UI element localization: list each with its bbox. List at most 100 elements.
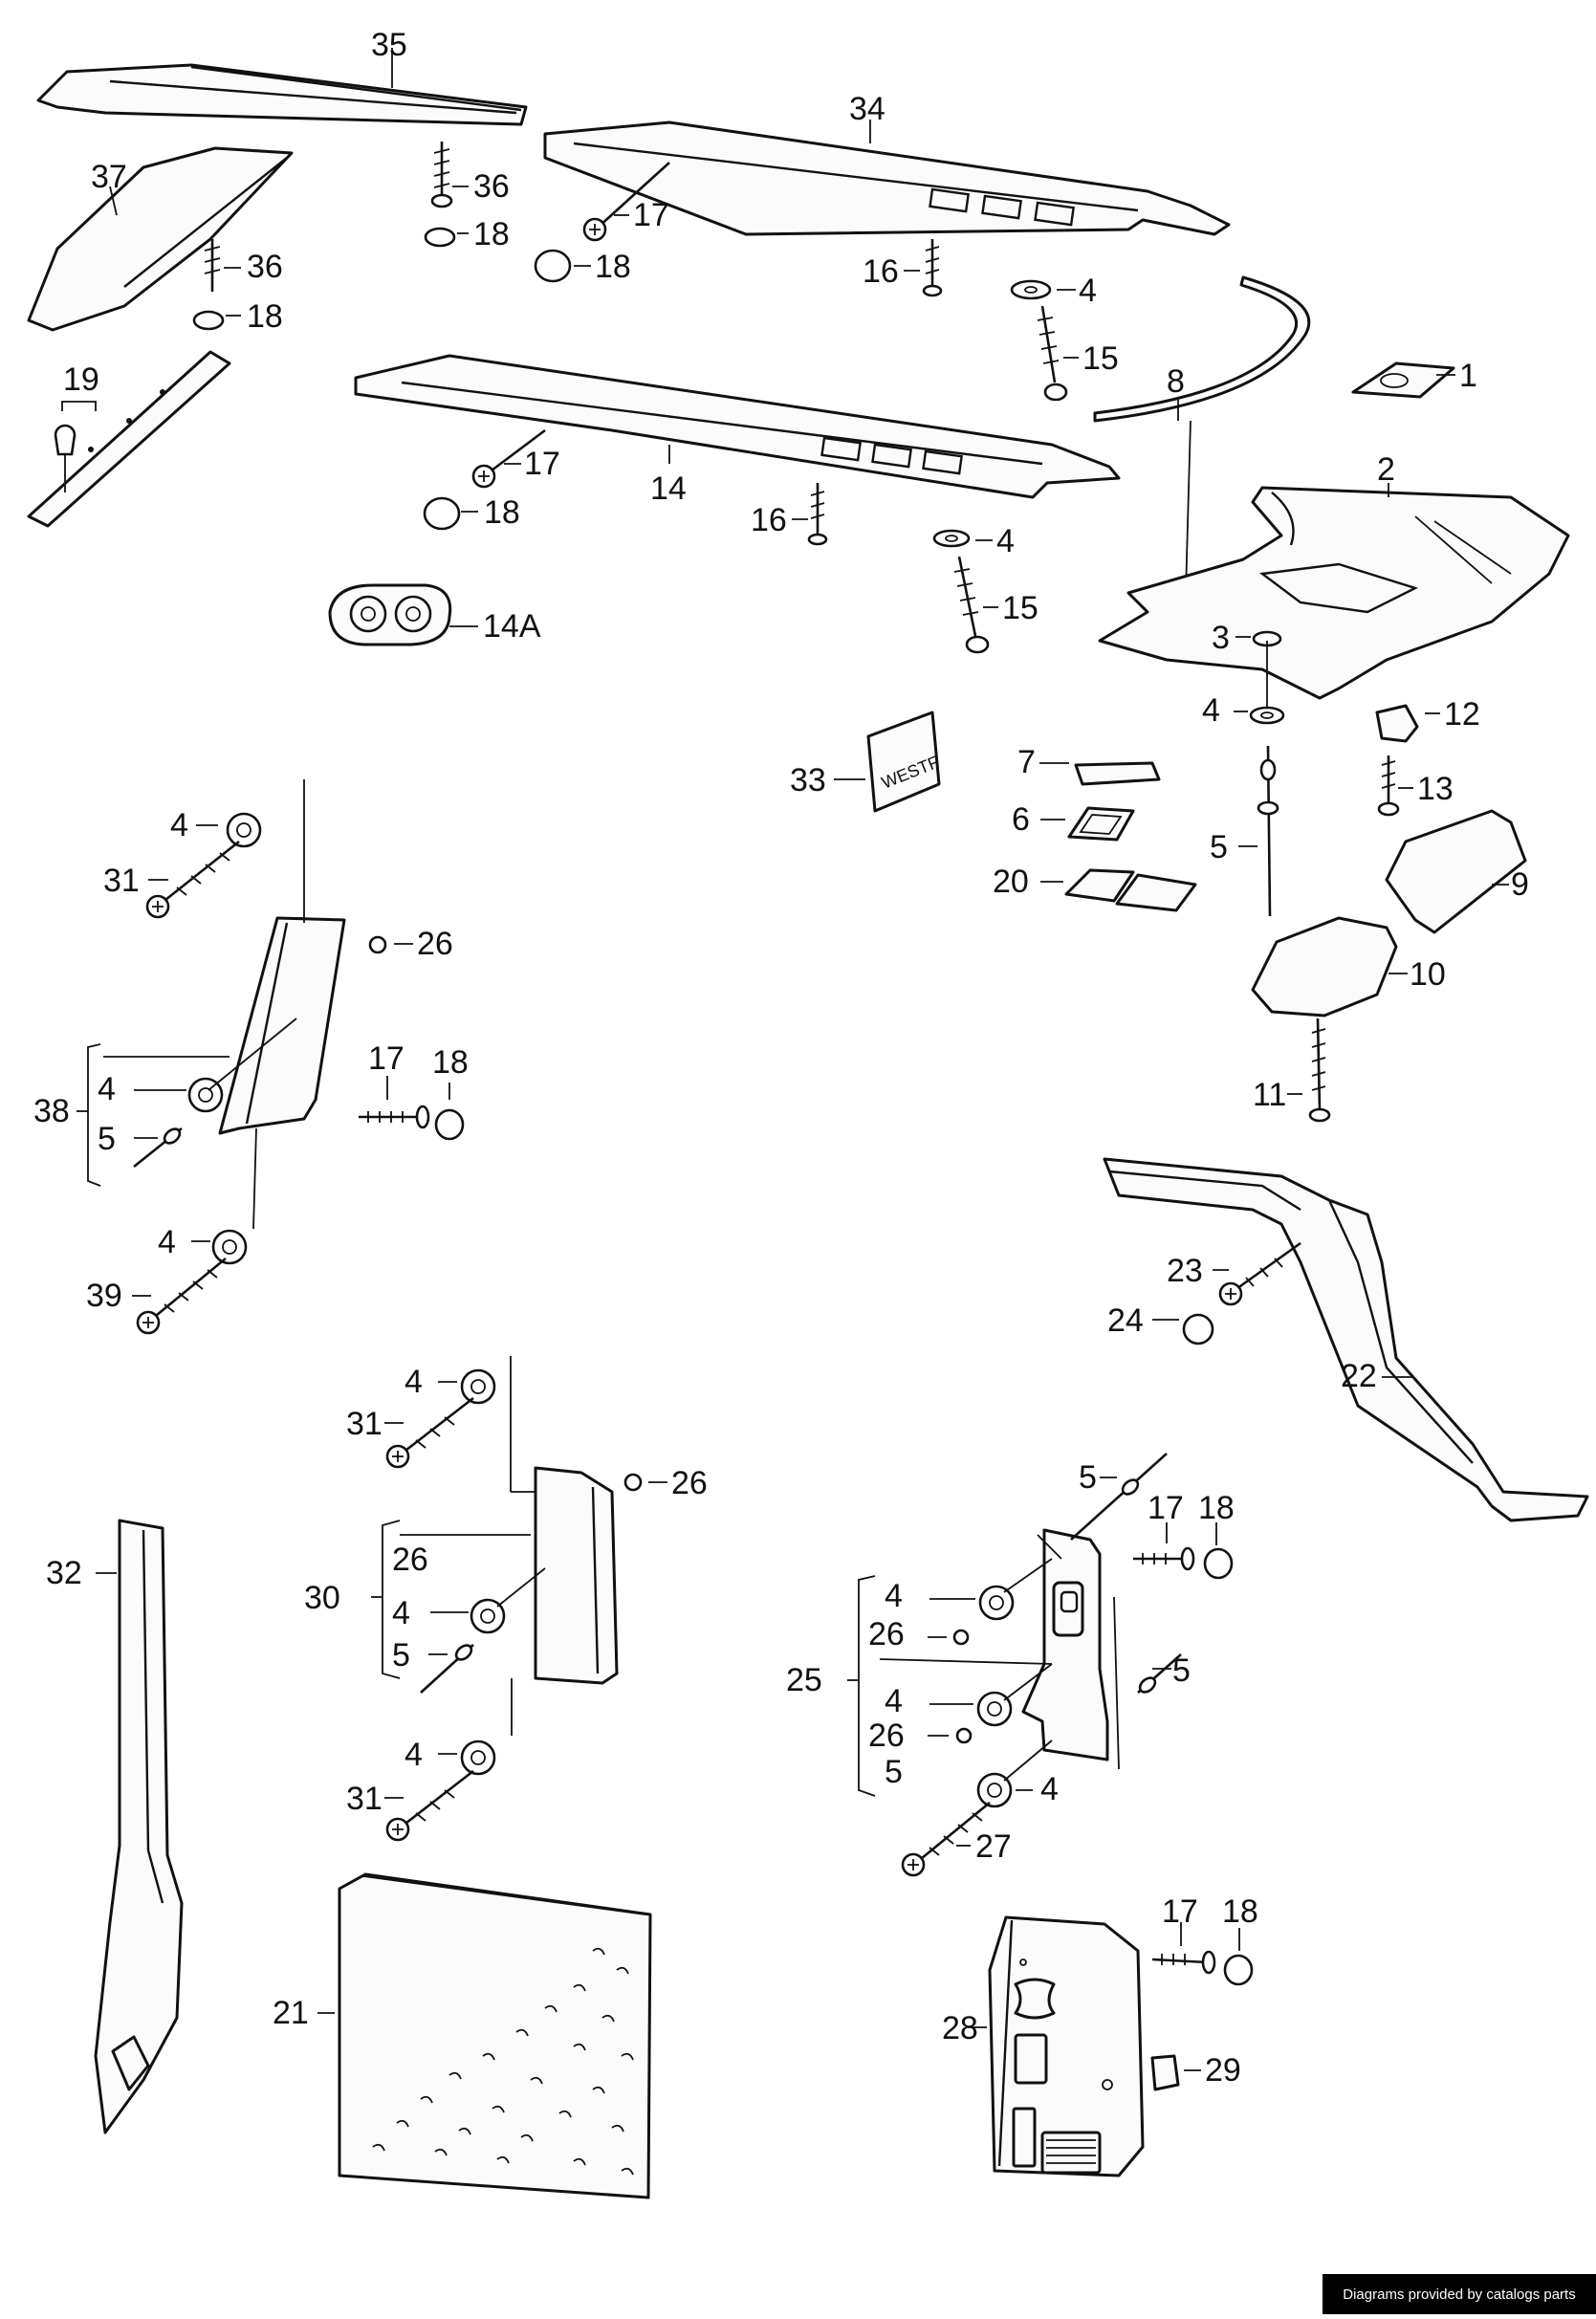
label-4g: 4 (404, 1364, 423, 1400)
cap-18-d (423, 496, 461, 531)
label-36b: 36 (247, 249, 283, 285)
label-38: 38 (33, 1093, 70, 1129)
label-23: 23 (1167, 1253, 1203, 1289)
label-18b: 18 (247, 298, 283, 335)
washer-4-g (460, 1368, 496, 1405)
label-4a: 4 (1079, 273, 1097, 309)
label-4k: 4 (885, 1683, 903, 1719)
label-31c: 31 (346, 1781, 383, 1817)
washer-26-d (952, 1629, 970, 1646)
label-12: 12 (1444, 696, 1480, 733)
rivet-5-a (1257, 745, 1279, 917)
washer-4-f (211, 1229, 248, 1265)
label-31a: 31 (103, 863, 140, 899)
part-34-side-rail-upper (543, 120, 1231, 236)
screw-36-a (430, 142, 453, 208)
washer-4-d (226, 812, 262, 848)
label-17c: 17 (368, 1040, 404, 1077)
label-18a: 18 (473, 216, 510, 252)
label-31b: 31 (346, 1406, 383, 1442)
screw-17-b (471, 428, 546, 489)
screw-11 (1308, 1017, 1331, 1123)
label-26c: 26 (392, 1542, 428, 1578)
part-32-long-trim (94, 1519, 184, 2134)
washer-26-e (955, 1727, 973, 1744)
washer-26-b (623, 1473, 643, 1492)
screw-36-b (204, 239, 221, 292)
label-30: 30 (304, 1580, 340, 1616)
screw-27 (901, 1801, 991, 1877)
washer-4-j (978, 1585, 1015, 1621)
label-20: 20 (993, 864, 1029, 900)
part-12-clip (1375, 704, 1419, 743)
part-30-b-pillar-trim (534, 1466, 619, 1685)
label-2: 2 (1377, 451, 1395, 488)
label-18e: 18 (432, 1044, 469, 1081)
label-25: 25 (786, 1662, 822, 1698)
label-8: 8 (1167, 363, 1185, 400)
label-17e: 17 (1162, 1893, 1198, 1930)
cap-18-e (434, 1108, 465, 1141)
part-14-side-rail-lower (354, 354, 1121, 499)
screw-16-b (807, 483, 828, 546)
label-4b: 4 (1202, 692, 1220, 729)
cap-18-c (534, 249, 572, 283)
label-11: 11 (1253, 1077, 1286, 1113)
washer-26-a (368, 935, 387, 954)
label-14a: 14A (483, 608, 541, 645)
label-18c: 18 (595, 249, 631, 285)
part-35-roof-rail (36, 63, 528, 126)
screw-31-b (385, 1396, 474, 1469)
label-26b: 26 (671, 1465, 708, 1501)
rivet-5-b (133, 1127, 183, 1169)
part-22-rear-pillar-trim (1103, 1157, 1589, 1522)
label-4i: 4 (404, 1737, 423, 1773)
screw-17-e (1151, 1950, 1216, 1975)
label-26a: 26 (417, 926, 453, 962)
label-5b: 5 (98, 1121, 116, 1157)
screw-17-c (359, 1105, 430, 1129)
label-22: 22 (1341, 1358, 1377, 1394)
label-26d: 26 (868, 1616, 905, 1652)
label-5f: 5 (885, 1754, 903, 1790)
label-4j: 4 (885, 1578, 903, 1614)
label-4h: 4 (392, 1595, 410, 1631)
label-4c: 4 (996, 523, 1015, 559)
cap-18-g (1223, 1954, 1254, 1986)
label-3: 3 (1212, 620, 1230, 656)
label-16b: 16 (751, 502, 787, 538)
part-10-visor (1251, 916, 1398, 1017)
part-38-a-pillar-trim (218, 916, 346, 1135)
rivet-5-d (1070, 1453, 1168, 1541)
screw-17-a (582, 162, 670, 242)
part-19-strip (27, 350, 231, 528)
label-5a: 5 (1210, 829, 1228, 865)
label-28: 28 (942, 2010, 978, 2046)
label-34: 34 (849, 91, 885, 127)
label-14: 14 (650, 470, 687, 507)
part-8-seal-strip (1093, 275, 1311, 423)
label-1: 1 (1459, 358, 1477, 394)
screw-31-c (385, 1769, 474, 1842)
credit-banner: Diagrams provided by catalogs parts (1323, 2274, 1596, 2314)
washer-4-c (932, 529, 971, 548)
rivet-5-e (1137, 1653, 1182, 1694)
part-25-c-pillar-trim (1021, 1528, 1109, 1761)
washer-4-h (470, 1598, 506, 1634)
part-33-badge: WESTF (866, 711, 942, 813)
label-5d: 5 (1079, 1459, 1097, 1496)
washer-4-l (976, 1772, 1013, 1808)
screw-15-b (953, 556, 990, 654)
part-2-headliner (1098, 486, 1570, 700)
label-16a: 16 (863, 253, 899, 290)
label-24: 24 (1107, 1302, 1144, 1339)
screw-39 (136, 1257, 227, 1335)
label-26e: 26 (868, 1717, 905, 1754)
washer-4-i (460, 1739, 496, 1776)
label-9: 9 (1511, 866, 1529, 903)
label-27: 27 (975, 1828, 1012, 1865)
part-9-visor (1385, 809, 1527, 934)
cap-24 (1182, 1313, 1214, 1345)
cap-18-f (1203, 1547, 1234, 1580)
part-37-trim (27, 146, 294, 332)
